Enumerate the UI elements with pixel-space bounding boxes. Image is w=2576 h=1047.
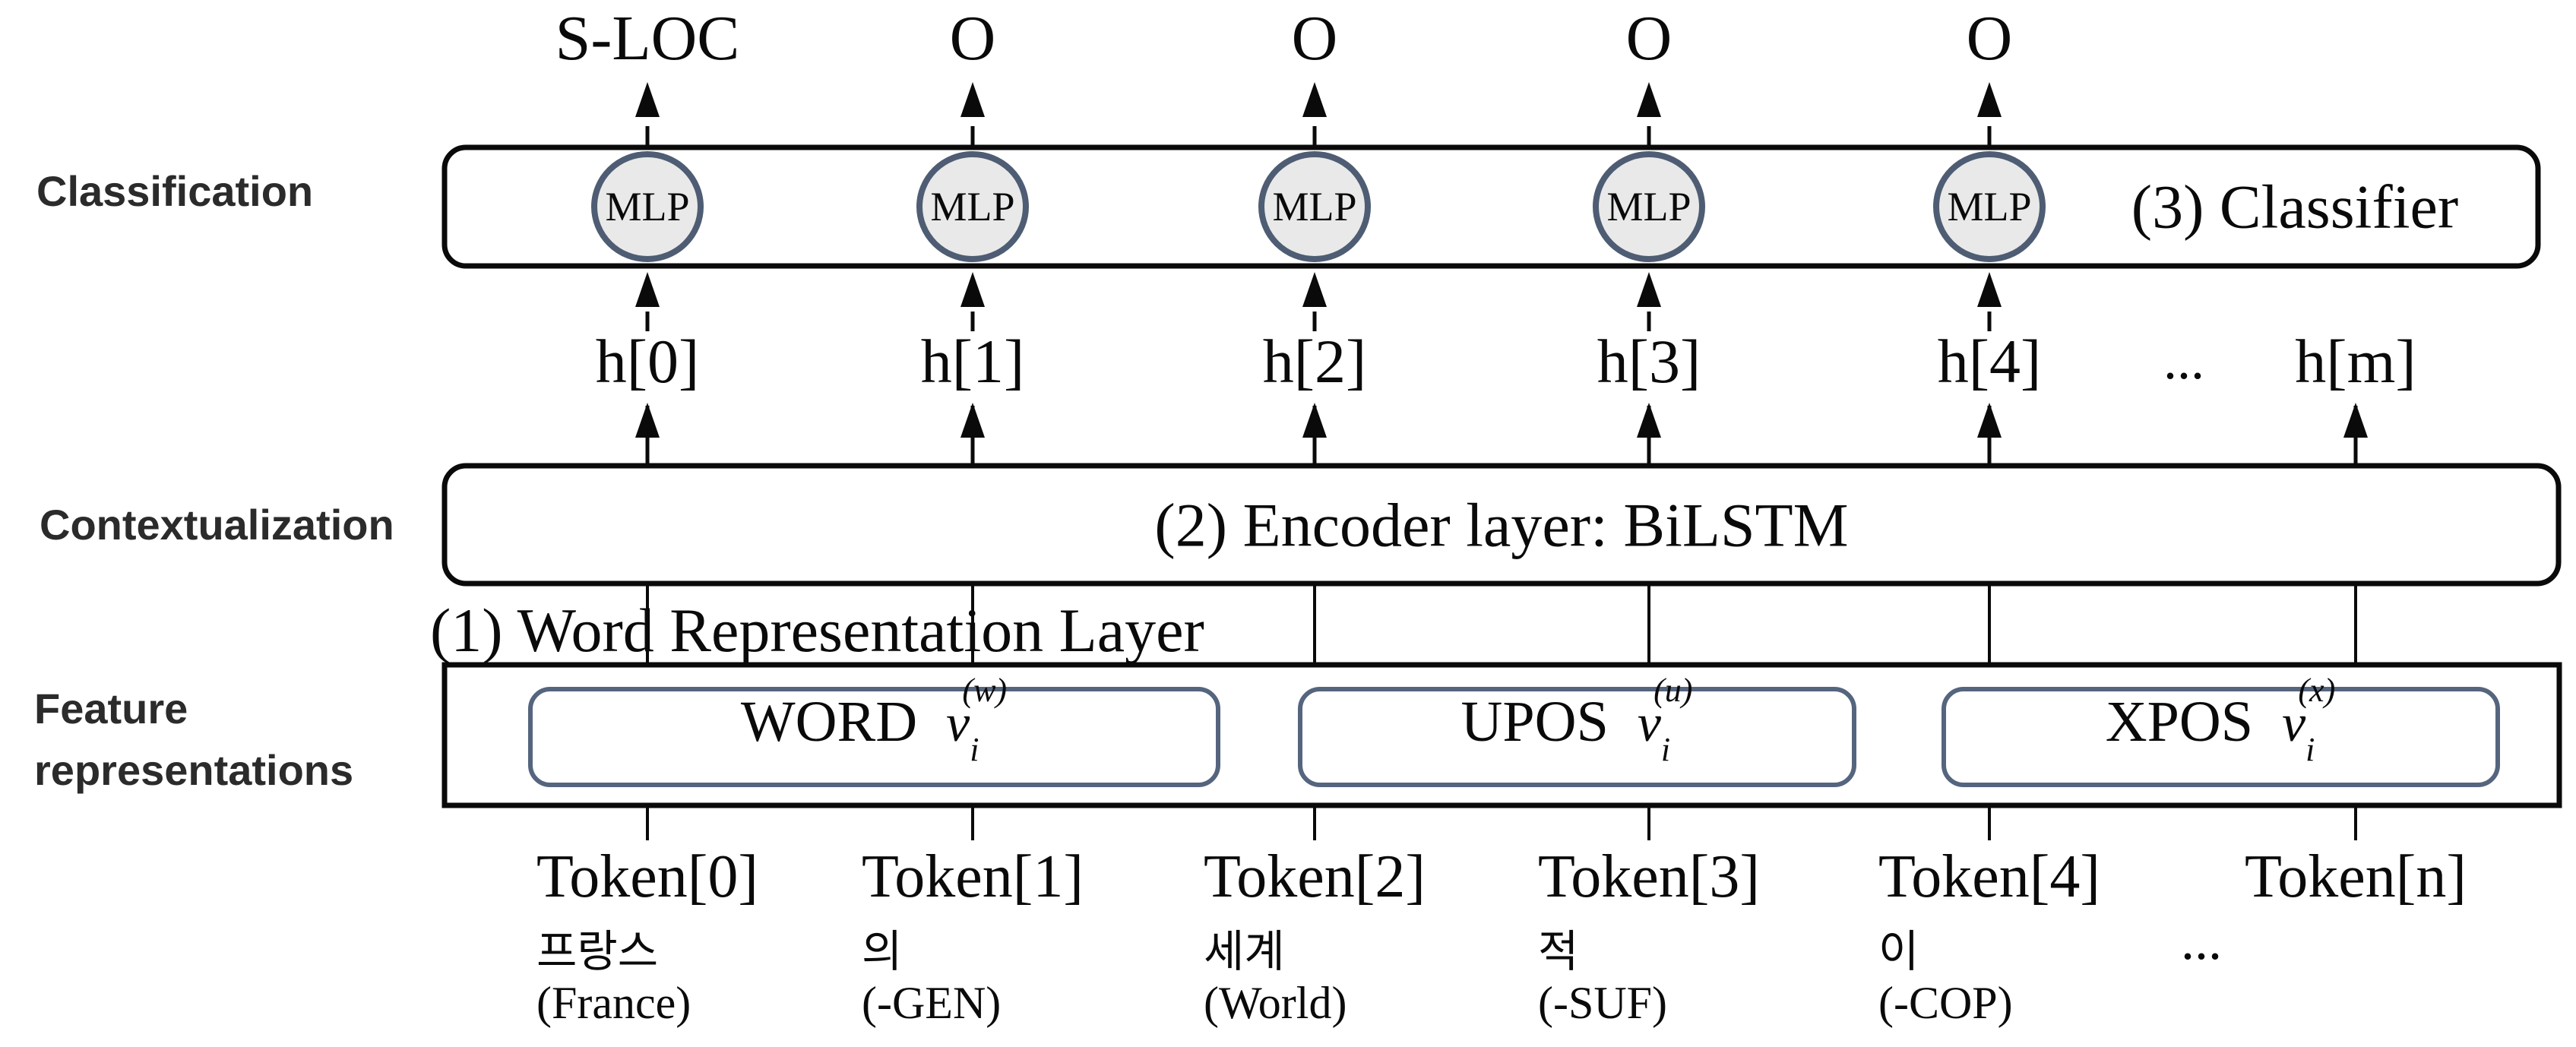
token-column: Token[n] — [2245, 843, 2467, 910]
output-tag-label: O — [1967, 3, 2013, 74]
hidden-state-label: h[4] — [1938, 327, 2042, 396]
mlp-node-label: MLP — [1272, 184, 1356, 229]
hidden-state-label: h[1] — [921, 327, 1025, 396]
token-gloss: (-COP) — [1878, 978, 2013, 1028]
hidden-state-label: h[0] — [596, 327, 700, 396]
hidden-row-ellipsis: ... — [2163, 330, 2204, 391]
output-tag-label: O — [1626, 3, 1673, 74]
token-row-ellipsis: ... — [2181, 910, 2222, 971]
token-label: Token[n] — [2245, 843, 2467, 910]
token-column: Token[1] 의 (-GEN) — [862, 843, 1084, 1028]
output-tag-label: O — [1292, 3, 1338, 74]
token-surface: 의 — [862, 927, 902, 976]
classifier-box-label: (3) Classifier — [2131, 172, 2458, 242]
hidden-state-label: h[2] — [1263, 327, 1367, 396]
mlp-node: MLP — [1593, 151, 1705, 262]
feature-row-label-line1: Feature — [34, 685, 188, 732]
token-gloss: (-SUF) — [1538, 978, 1667, 1028]
token-column: Token[0] 프랑스 (France) — [536, 843, 758, 1028]
word-repr-layer-label: (1) Word Representation Layer — [430, 596, 1204, 665]
token-column: Token[3] 적 (-SUF) — [1538, 843, 1760, 1028]
mlp-node-label: MLP — [605, 184, 689, 229]
hidden-state-label: h[3] — [1597, 327, 1701, 396]
classification-row-label: Classification — [36, 167, 313, 215]
token-surface: 프랑스 — [536, 927, 658, 976]
output-tag-label: S-LOC — [555, 3, 740, 74]
token-label: Token[4] — [1878, 843, 2100, 910]
mlp-node-label: MLP — [1606, 184, 1691, 229]
token-surface: 이 — [1878, 927, 1919, 976]
mlp-node: MLP — [1933, 151, 2046, 262]
feature-row-label-line2: representations — [34, 746, 353, 794]
token-label: Token[0] — [536, 843, 758, 910]
token-label: Token[2] — [1204, 843, 1426, 910]
token-label: Token[1] — [862, 843, 1084, 910]
token-surface: 세계 — [1204, 927, 1285, 976]
encoder-box-label: (2) Encoder layer: BiLSTM — [1154, 491, 1848, 560]
token-surface: 적 — [1538, 927, 1578, 976]
token-column: Token[4] 이 (-COP) — [1878, 843, 2100, 1028]
hidden-state-label: h[m] — [2295, 327, 2416, 396]
mlp-node: MLP — [1258, 151, 1371, 262]
encoder-layer-box — [441, 463, 2562, 587]
contextualization-row-label: Contextualization — [40, 501, 394, 549]
mlp-node-label: MLP — [930, 184, 1014, 229]
token-gloss: (World) — [1204, 978, 1347, 1028]
mlp-node-label: MLP — [1947, 184, 2031, 229]
output-tag-label: O — [950, 3, 996, 74]
token-gloss: (France) — [536, 978, 691, 1028]
token-label: Token[3] — [1538, 843, 1760, 910]
token-column: Token[2] 세계 (World) — [1204, 843, 1426, 1028]
mlp-node: MLP — [591, 151, 704, 262]
token-gloss: (-GEN) — [862, 978, 1001, 1028]
mlp-node: MLP — [916, 151, 1029, 262]
